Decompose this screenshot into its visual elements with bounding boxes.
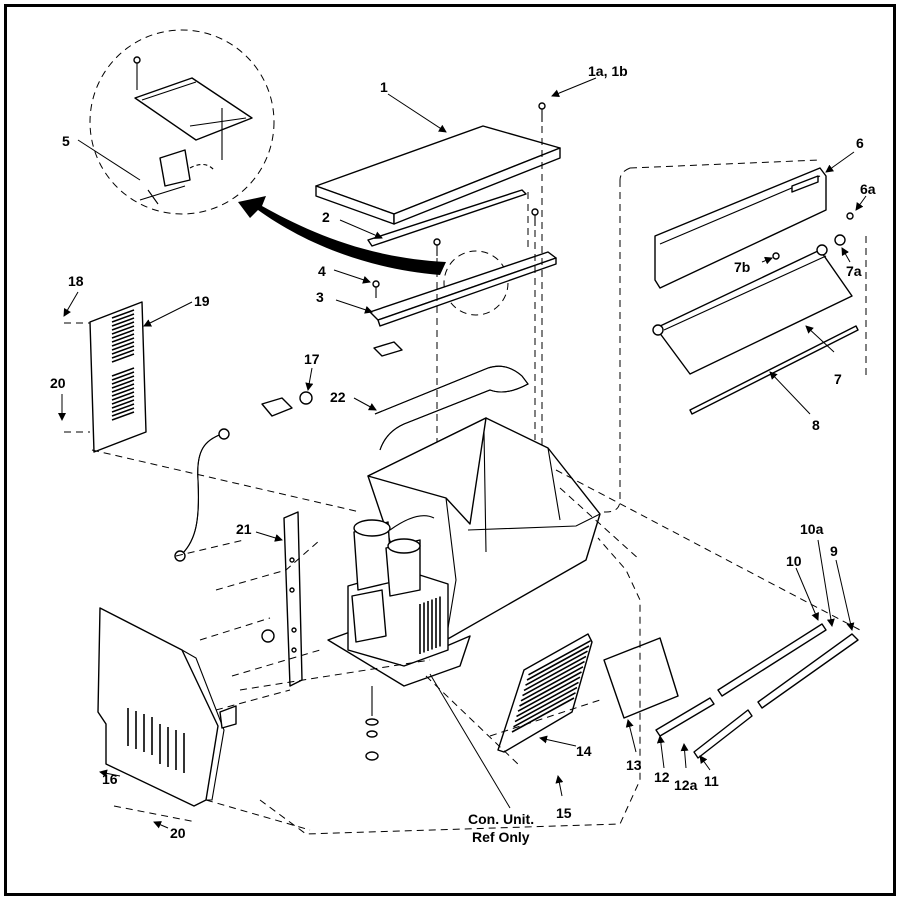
- callout-1a-1b: 1a, 1b: [588, 63, 628, 79]
- left-side-panel: [97, 607, 237, 807]
- note-line-1: Con. Unit.: [468, 811, 534, 827]
- louver-slot: [522, 660, 585, 697]
- louver-slot: [111, 325, 135, 335]
- louver-slot: [516, 681, 579, 718]
- callout-18: 18: [68, 273, 84, 289]
- louver-slot: [111, 321, 135, 331]
- callout-6a: 6a: [860, 181, 876, 197]
- detail-reference-arrow: [238, 196, 446, 275]
- support-post: [261, 511, 303, 687]
- louver-slot: [513, 692, 576, 728]
- louver-slot: [111, 313, 135, 323]
- callout-17: 17: [304, 351, 320, 367]
- louver-slot: [525, 650, 588, 686]
- louver-slot: [111, 329, 135, 339]
- callout-labels: 1 1a, 1b 2 3 4 5 6 6a 7 7a 7b 8 9 10 10a…: [50, 63, 876, 841]
- top-cover: [315, 125, 561, 225]
- left-louvered-panel: [89, 301, 147, 453]
- louver-slot: [523, 655, 587, 692]
- callout-7: 7: [834, 371, 842, 387]
- louver-slot: [111, 317, 135, 327]
- louver-slot: [111, 391, 135, 401]
- louver-slot: [111, 353, 135, 363]
- louver-slot: [111, 367, 135, 377]
- callout-9: 9: [830, 543, 838, 559]
- callout-6: 6: [856, 135, 864, 151]
- callout-13: 13: [626, 757, 642, 773]
- louver-slot: [111, 411, 135, 421]
- leader-lines: [58, 77, 867, 829]
- louver-slot: [111, 399, 135, 409]
- louver-slot: [111, 379, 135, 389]
- note-line-2: Ref Only: [472, 829, 530, 845]
- base-hardware: [365, 686, 379, 761]
- callout-11: 11: [704, 773, 719, 789]
- callout-20-left: 20: [50, 375, 66, 391]
- louver-slot: [111, 345, 135, 355]
- callout-16: 16: [102, 771, 118, 787]
- louver-slot: [520, 666, 584, 702]
- louver-slot: [111, 407, 135, 417]
- callout-5: 5: [62, 133, 70, 149]
- louver-slot: [111, 309, 135, 319]
- detail-reference-circle: [443, 250, 509, 316]
- tube-assembly: [174, 391, 313, 562]
- callout-10: 10: [786, 553, 802, 569]
- louver-slot: [526, 645, 590, 681]
- louver-slot: [111, 333, 135, 343]
- condensing-unit: [327, 515, 471, 687]
- callout-12a: 12a: [674, 777, 698, 793]
- louver-slot: [111, 403, 135, 413]
- louver-slot: [514, 686, 578, 723]
- louver-slot: [111, 375, 135, 385]
- callout-10a: 10a: [800, 521, 824, 537]
- access-plate: [603, 637, 679, 719]
- clip-part: [373, 341, 403, 357]
- callout-3: 3: [316, 289, 324, 305]
- screws: [372, 102, 546, 298]
- callout-12: 12: [654, 769, 670, 785]
- louver-slot: [511, 697, 575, 733]
- louver-slot: [111, 387, 135, 397]
- louver-slot: [111, 383, 135, 393]
- callout-1: 1: [380, 79, 388, 95]
- louver-slot: [517, 676, 581, 712]
- callout-21: 21: [236, 521, 252, 537]
- louver-slot: [519, 671, 582, 707]
- callout-14: 14: [576, 743, 592, 759]
- callout-2: 2: [322, 209, 330, 225]
- gasket-strip: [367, 189, 527, 247]
- louver-slot: [528, 640, 591, 676]
- detail-view-bracket: [89, 29, 275, 215]
- callout-20-bottom: 20: [170, 825, 186, 841]
- callout-7b: 7b: [734, 259, 750, 275]
- louver-slot: [111, 337, 135, 347]
- louver-slot: [111, 341, 135, 351]
- callout-22: 22: [330, 389, 346, 405]
- mounting-rail: [369, 251, 557, 327]
- callout-8: 8: [812, 417, 820, 433]
- front-panel-assembly: [652, 167, 859, 415]
- trim-rails: [655, 623, 859, 759]
- callout-7a: 7a: [846, 263, 862, 279]
- callout-4: 4: [318, 263, 326, 279]
- right-louvered-panel: [497, 633, 593, 753]
- louver-slot: [111, 349, 135, 359]
- callout-15: 15: [556, 805, 572, 821]
- louver-slot: [111, 395, 135, 405]
- louver-slot: [111, 371, 135, 381]
- callout-19: 19: [194, 293, 210, 309]
